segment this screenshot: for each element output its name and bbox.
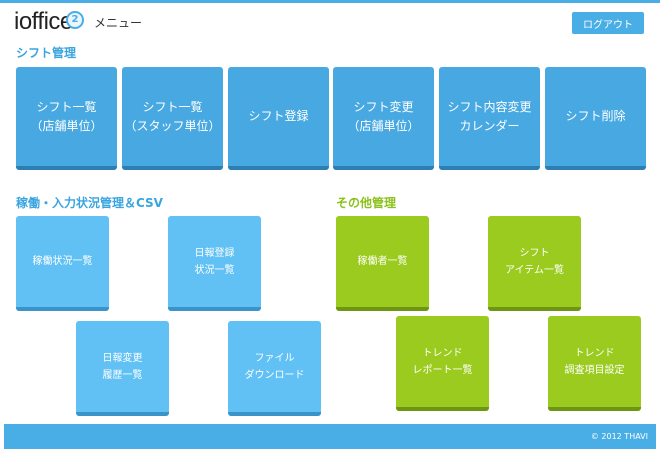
shift-content-calendar-tile[interactable]: シフト内容変更 カレンダー — [439, 67, 540, 170]
trend-survey-settings-tile[interactable]: トレンド 調査項目設定 — [548, 316, 641, 411]
header: ioffice 2 メニュー ログアウト — [0, 3, 660, 37]
tile-label-line1: 日報変更 — [102, 352, 143, 364]
worker-list-tile[interactable]: 稼働者一覧 — [336, 216, 429, 311]
report-change-history-tile[interactable]: 日報変更 履歴一覧 — [76, 321, 169, 416]
footer: © 2012 THAVI — [4, 424, 656, 449]
page-title: メニュー — [94, 16, 143, 30]
tile-label-line1: トレンド — [574, 347, 615, 359]
shift-change-store-tile[interactable]: シフト変更 （店舗単位） — [333, 67, 434, 170]
logo-badge-icon: 2 — [66, 11, 84, 29]
tile-label-line1: シフト一覧 — [36, 99, 97, 114]
tile-label-line1: シフト一覧 — [142, 99, 203, 114]
tile-label-line2: （スタッフ単位） — [124, 118, 221, 133]
tile-label-line2: アイテム一覧 — [505, 264, 564, 276]
tile-label-line2: （店舗単位） — [30, 118, 103, 133]
tile-label-line1: シフト登録 — [248, 109, 309, 123]
tile-label-line2: （店舗単位） — [347, 118, 420, 133]
top-accent-line — [0, 0, 660, 3]
tile-label-line1: 日報登録 — [194, 247, 235, 259]
trend-report-list-tile[interactable]: トレンド レポート一覧 — [396, 316, 489, 411]
logout-button[interactable]: ログアウト — [572, 12, 644, 34]
shift-delete-tile[interactable]: シフト削除 — [545, 67, 646, 170]
tile-label-line2: 状況一覧 — [194, 264, 235, 276]
copyright-text: © 2012 THAVI — [590, 432, 648, 441]
logo[interactable]: ioffice — [14, 8, 73, 35]
file-download-tile[interactable]: ファイル ダウンロード — [228, 321, 321, 416]
tile-label-line1: シフト削除 — [565, 109, 626, 123]
section-title-shift: シフト管理 — [16, 46, 77, 60]
tile-label-line1: ファイル — [254, 352, 295, 364]
tile-label-line1: 稼働状況一覧 — [32, 256, 93, 267]
tile-label-line1: 稼働者一覧 — [357, 256, 408, 267]
tile-label-line2: 履歴一覧 — [102, 369, 143, 381]
shift-item-list-tile[interactable]: シフト アイテム一覧 — [488, 216, 581, 311]
work-status-list-tile[interactable]: 稼働状況一覧 — [16, 216, 109, 311]
tile-label-line1: シフト — [519, 247, 550, 259]
section-title-other: その他管理 — [336, 196, 397, 210]
section-title-work: 稼働・入力状況管理＆CSV — [16, 196, 163, 210]
tile-label-line1: トレンド — [422, 347, 463, 359]
tile-label-line2: カレンダー — [459, 118, 520, 133]
tile-label-line1: シフト変更 — [353, 99, 414, 114]
shift-list-staff-tile[interactable]: シフト一覧 （スタッフ単位） — [122, 67, 223, 170]
shift-register-tile[interactable]: シフト登録 — [228, 67, 329, 170]
tile-label-line2: レポート一覧 — [412, 364, 473, 376]
tile-label-line2: 調査項目設定 — [564, 364, 625, 376]
tile-label-line1: シフト内容変更 — [447, 99, 532, 114]
tile-label-line2: ダウンロード — [244, 369, 305, 381]
shift-list-store-tile[interactable]: シフト一覧 （店舗単位） — [16, 67, 117, 170]
report-status-list-tile[interactable]: 日報登録 状況一覧 — [168, 216, 261, 311]
